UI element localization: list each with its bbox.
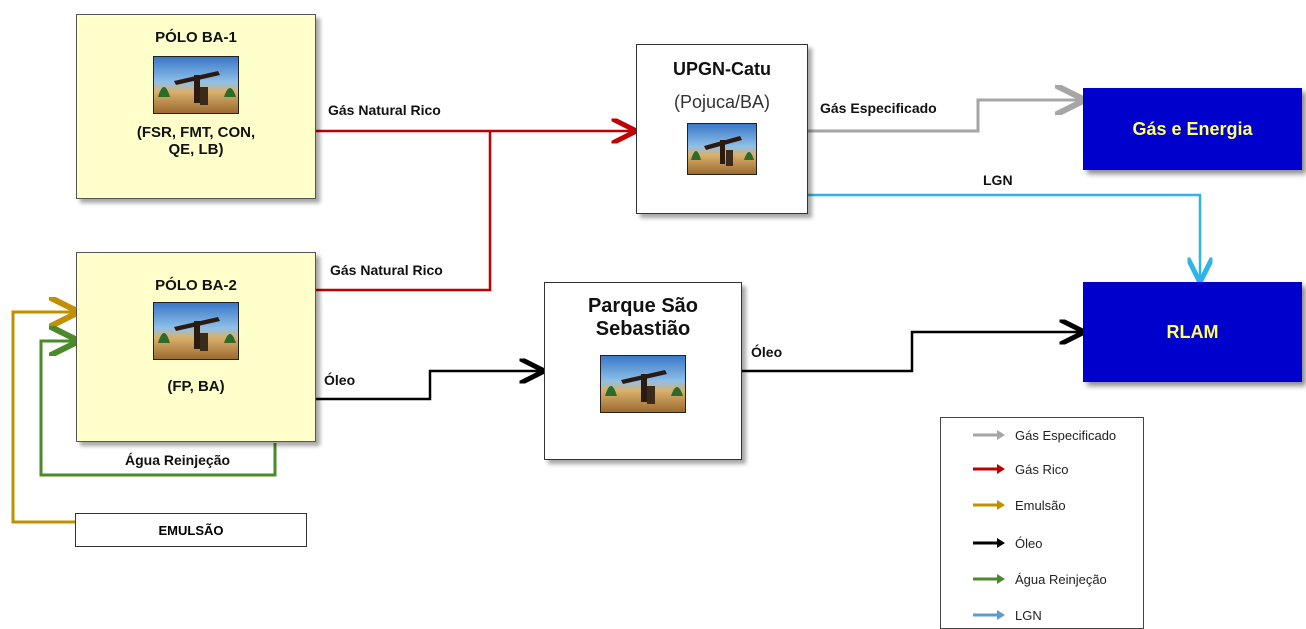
oleo-line-2 xyxy=(742,332,1082,373)
upgn-subtitle: (Pojuca/BA) xyxy=(673,92,771,112)
legend-arrow-icon xyxy=(973,500,1005,510)
gas-energia-title: Gás e Energia xyxy=(1132,118,1253,139)
legend-label: Óleo xyxy=(1015,535,1043,551)
legend-label: Emulsão xyxy=(1015,497,1066,513)
pump-jack-image xyxy=(153,56,239,114)
emulsao-box: EMULSÃO xyxy=(75,513,307,547)
rlam-box: RLAM xyxy=(1083,282,1302,382)
legend-label: Gás Especificado xyxy=(1015,427,1117,443)
lgn-label: LGN xyxy=(983,172,1013,188)
oleo-label-2: Óleo xyxy=(751,344,783,360)
emulsao-line xyxy=(11,312,76,524)
parque-title-1: Parque São xyxy=(587,295,699,317)
polo-ba1-box: PÓLO BA-1 (FSR, FMT, CON, QE, LB) xyxy=(76,14,316,199)
gas-especificado-line xyxy=(808,100,1082,133)
polo-ba2-box: PÓLO BA-2 (FP, BA) xyxy=(76,252,316,442)
legend-arrow-icon xyxy=(973,464,1005,474)
legend-item-gas-especificado: Gás Especificado xyxy=(971,425,1116,445)
legend-label: Água Reinjeção xyxy=(1015,571,1107,587)
agua-label: Água Reinjeção xyxy=(125,452,231,468)
legend-item-lgn: LGN xyxy=(971,605,1042,625)
polo-ba1-subtitle-2: QE, LB) xyxy=(168,141,224,158)
gas-energia-box: Gás e Energia xyxy=(1083,88,1302,170)
legend-arrow-icon xyxy=(973,574,1005,584)
gas-rico-line-2 xyxy=(316,131,492,292)
gas-rico-label-1: Gás Natural Rico xyxy=(328,102,441,118)
agua-line xyxy=(39,341,277,477)
legend-arrow-icon xyxy=(973,430,1005,440)
gas-rico-label-2: Gás Natural Rico xyxy=(330,262,443,278)
emulsao-title: EMULSÃO xyxy=(158,522,224,538)
oleo-line-1 xyxy=(316,371,542,401)
pump-jack-image xyxy=(600,355,686,413)
polo-ba1-title: PÓLO BA-1 xyxy=(155,29,237,46)
oleo-label-1: Óleo xyxy=(324,372,356,388)
legend-item-gas-rico: Gás Rico xyxy=(971,459,1068,479)
polo-ba2-subtitle: (FP, BA) xyxy=(167,378,225,395)
legend: Gás Especificado Gás Rico Emulsão Óleo Á… xyxy=(940,417,1144,629)
legend-arrow-icon xyxy=(973,538,1005,548)
legend-item-emulsao: Emulsão xyxy=(971,495,1066,515)
upgn-title: UPGN-Catu xyxy=(673,59,771,79)
pump-jack-image xyxy=(687,123,757,175)
parque-sao-sebastiao-box: Parque São Sebastião xyxy=(544,282,742,460)
rlam-title: RLAM xyxy=(1166,321,1219,342)
polo-ba1-subtitle-1: (FSR, FMT, CON, xyxy=(136,124,256,141)
legend-item-oleo: Óleo xyxy=(971,533,1042,553)
upgn-catu-box: UPGN-Catu (Pojuca/BA) xyxy=(636,44,808,214)
parque-title-2: Sebastião xyxy=(595,318,691,340)
legend-label: LGN xyxy=(1015,607,1042,623)
pump-jack-image xyxy=(153,302,239,360)
legend-item-agua: Água Reinjeção xyxy=(971,569,1107,589)
legend-arrow-icon xyxy=(973,610,1005,620)
legend-label: Gás Rico xyxy=(1015,461,1069,477)
polo-ba2-title: PÓLO BA-2 xyxy=(155,277,237,294)
gas-especificado-label: Gás Especificado xyxy=(820,100,937,116)
lgn-line xyxy=(808,193,1200,280)
